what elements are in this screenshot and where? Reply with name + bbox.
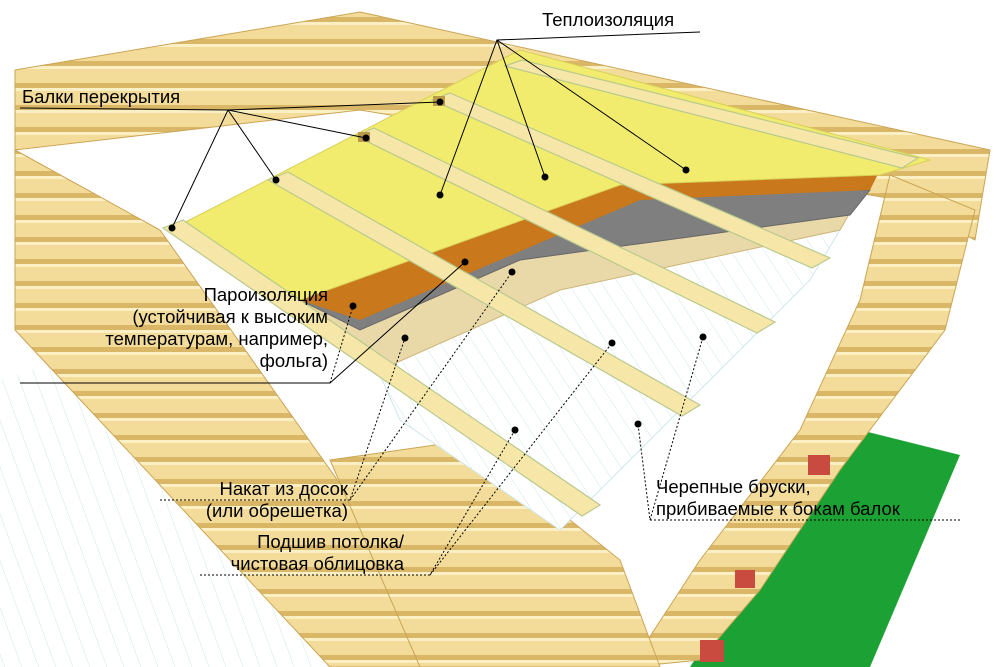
label-insulation: Теплоизоляция [542,9,674,31]
brick-pier [808,455,830,475]
label-decking-line-1: Накат из досок [219,478,348,499]
lawn [690,420,960,667]
label-vapor-line-1: Пароизоляция [203,284,328,305]
label-vapor-line-2: (устойчивая к высоким [132,306,328,327]
leader-lines [19,31,960,576]
beam [161,219,602,517]
left-log-wall [14,149,471,667]
label-vapor-barrier: Пароизоляция (устойчивая к высоким темпе… [66,284,328,372]
label-cranial-bars: Черепные бруски, прибиваемые к бокам бал… [656,476,900,520]
brick-pier [735,570,755,588]
label-floor-beams: Балки перекрытия [22,86,180,108]
beam [266,171,702,417]
label-insulation-text: Теплоизоляция [542,9,675,30]
label-ceiling-line-1: Подшив потолка/ [257,531,404,552]
label-cranial-line-2: прибиваемые к бокам балок [656,498,900,519]
beam [502,59,920,169]
leader-dots [168,98,707,434]
label-ceiling-lining: Подшив потолка/ чистовая облицовка [190,531,404,575]
label-floor-beams-text: Балки перекрытия [22,86,181,107]
outside-floor [0,330,330,667]
brick-pier [700,640,724,662]
beam [354,127,777,334]
label-plank-decking: Накат из досок (или обрешетка) [150,478,348,522]
label-ceiling-line-2: чистовая облицовка [230,553,404,574]
insulation-edge [300,170,880,320]
floor-beams [161,59,920,517]
label-cranial-line-1: Черепные бруски, [656,476,811,497]
label-decking-line-2: (или обрешетка) [205,500,348,521]
label-vapor-line-3: температурам, например, [105,328,328,349]
label-vapor-line-4: фольга) [259,350,328,371]
beam [430,92,832,269]
